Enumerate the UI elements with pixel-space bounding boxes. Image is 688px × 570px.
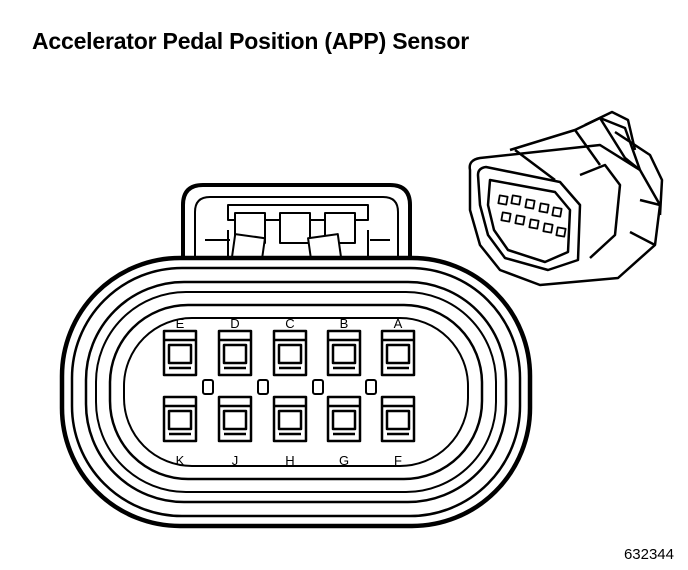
pin-cavity-top-1 (217, 329, 253, 377)
pin-label-C: C (285, 316, 294, 331)
pin-cavity-top-4 (380, 329, 416, 377)
connector-perspective-view (468, 110, 664, 287)
pin-label-A: A (394, 316, 403, 331)
pin-label-D: D (230, 316, 239, 331)
pin-label-K: K (176, 453, 185, 468)
pin-cavity-top-2 (272, 329, 308, 377)
connector-face-view (59, 183, 533, 529)
pin-label-F: F (394, 453, 402, 468)
pin-label-J: J (232, 453, 239, 468)
pin-cavity-bottom-4 (380, 395, 416, 443)
pin-cavity-top-3 (326, 329, 362, 377)
pin-label-G: G (339, 453, 349, 468)
pin-cavity-bottom-2 (272, 395, 308, 443)
pin-row-top (162, 329, 416, 377)
pin-label-B: B (340, 316, 349, 331)
diagram-title: Accelerator Pedal Position (APP) Sensor (32, 28, 469, 54)
pin-cavity-bottom-3 (326, 395, 362, 443)
pin-cavity-bottom-1 (217, 395, 253, 443)
pin-label-E: E (176, 316, 185, 331)
figure-number: 632344 (623, 546, 674, 563)
pin-cavity-top-0 (162, 329, 198, 377)
pin-label-H: H (285, 453, 294, 468)
pin-cavity-bottom-0 (162, 395, 198, 443)
cavity-keys (202, 379, 377, 395)
pin-row-bottom (162, 395, 416, 443)
